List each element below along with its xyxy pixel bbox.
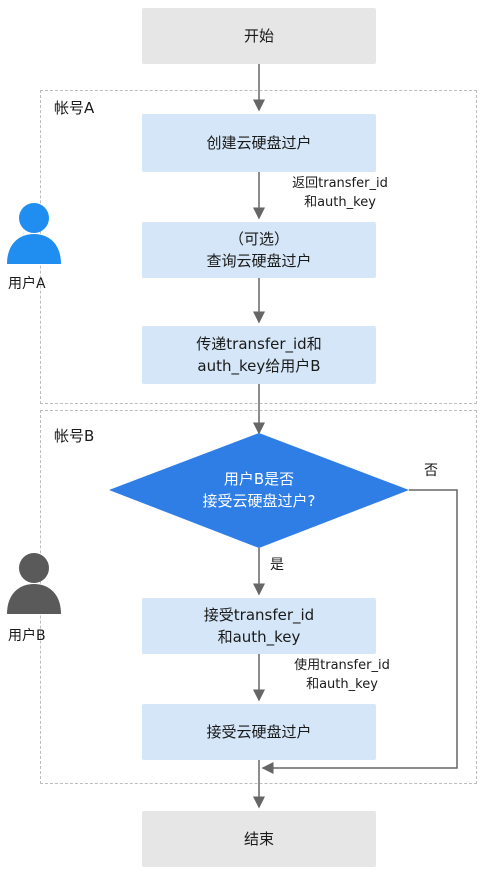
query-transfer-label: 查询云硬盘过户 xyxy=(206,252,312,270)
pass-credentials-line-1: 传递transfer_id和 xyxy=(196,335,322,353)
user-b-icon xyxy=(7,553,61,614)
account-b-label: 帐号B xyxy=(54,427,95,445)
accept-ids-line-2: 和auth_key xyxy=(217,628,301,646)
decision-line-1: 用户B是否 xyxy=(223,470,295,488)
start-node: 开始 xyxy=(142,8,376,64)
pass-credentials-line-2: auth_key给用户B xyxy=(197,357,321,375)
use-note-line-1: 使用transfer_id xyxy=(294,658,390,673)
user-a-icon xyxy=(7,203,61,264)
query-transfer-node: （可选） 查询云硬盘过户 xyxy=(142,222,376,278)
create-transfer-node: 创建云硬盘过户 xyxy=(142,114,376,172)
end-node: 结束 xyxy=(142,811,376,867)
accept-ids-node: 接受transfer_id 和auth_key xyxy=(142,598,376,654)
accept-ids-line-1: 接受transfer_id xyxy=(203,606,315,624)
no-label: 否 xyxy=(424,463,438,479)
start-label: 开始 xyxy=(243,27,274,45)
decision-diamond xyxy=(109,433,409,548)
return-note-line-2: 和auth_key xyxy=(304,195,376,210)
create-transfer-label: 创建云硬盘过户 xyxy=(206,134,312,152)
accept-transfer-node: 接受云硬盘过户 xyxy=(142,704,376,760)
use-note: 使用transfer_id 和auth_key xyxy=(272,656,412,694)
pass-credentials-node: 传递transfer_id和 auth_key给用户B xyxy=(142,326,376,384)
arrow-no-branch xyxy=(261,489,458,774)
user-a-label: 用户A xyxy=(8,276,46,292)
accept-transfer-label: 接受云硬盘过户 xyxy=(206,723,312,741)
return-note: 返回transfer_id 和auth_key xyxy=(270,174,410,212)
end-label: 结束 xyxy=(243,830,274,848)
return-note-line-1: 返回transfer_id xyxy=(292,176,388,191)
account-a-label: 帐号A xyxy=(54,99,95,117)
user-b-label: 用户B xyxy=(8,628,46,644)
decision-line-2: 接受云硬盘过户? xyxy=(202,492,316,510)
yes-label: 是 xyxy=(270,557,284,573)
decision-node: 用户B是否 接受云硬盘过户? xyxy=(159,458,359,522)
query-optional-label: （可选） xyxy=(228,230,289,248)
use-note-line-2: 和auth_key xyxy=(306,677,378,692)
